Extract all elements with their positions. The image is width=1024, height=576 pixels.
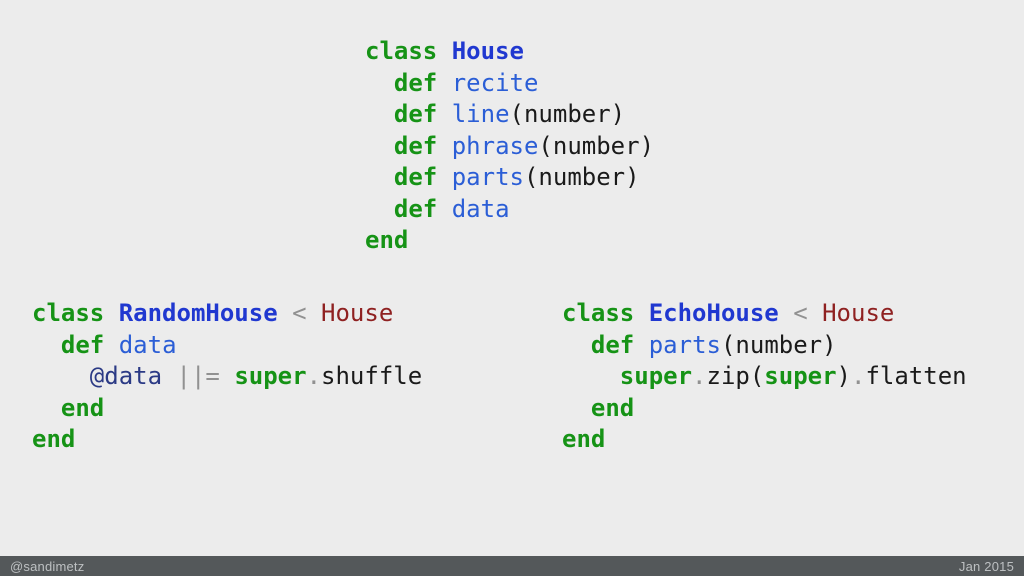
code-token-kw: end	[32, 425, 76, 453]
slide-date: Jan 2015	[958, 558, 1014, 574]
code-line: class House	[365, 36, 654, 68]
code-token-plain: (number)	[523, 163, 640, 191]
code-token-plain	[562, 331, 591, 359]
code-token-plain	[104, 331, 118, 359]
code-line: end	[562, 393, 967, 425]
code-token-fn: parts	[648, 330, 721, 359]
code-token-plain	[32, 362, 90, 390]
code-token-plain	[634, 331, 648, 359]
code-token-plain	[162, 362, 176, 390]
code-token-plain	[365, 100, 394, 128]
code-token-plain: zip(	[706, 362, 765, 390]
code-token-plain	[437, 100, 451, 128]
code-token-op: .	[306, 362, 322, 390]
code-token-ivar: @data	[89, 362, 163, 390]
code-token-plain	[779, 299, 793, 327]
code-token-kw: def	[393, 68, 438, 97]
code-line: end	[32, 424, 422, 456]
code-token-sup: House	[822, 299, 895, 327]
code-line: def line(number)	[365, 99, 654, 131]
code-line: def phrase(number)	[365, 131, 654, 163]
code-line: end	[562, 424, 967, 456]
code-token-kw: super	[234, 362, 307, 390]
code-token-kw: def	[393, 131, 438, 160]
code-token-plain	[634, 299, 648, 327]
code-token-kw: def	[393, 194, 438, 223]
code-token-plain	[437, 132, 451, 160]
code-token-fn: recite	[451, 68, 539, 97]
code-line: def recite	[365, 68, 654, 100]
code-token-plain: (number)	[720, 330, 837, 359]
code-token-plain	[365, 163, 394, 191]
code-token-op: .	[692, 362, 707, 390]
code-token-kw: def	[393, 163, 438, 191]
code-token-op: <	[793, 299, 808, 327]
code-token-op: <	[292, 299, 307, 327]
code-line: end	[32, 393, 422, 425]
code-token-kw: end	[562, 425, 606, 453]
author-handle: @sandimetz	[10, 558, 85, 574]
code-token-plain	[365, 132, 394, 160]
code-token-plain	[365, 69, 394, 97]
code-line: def data	[32, 330, 422, 362]
code-token-cls: EchoHouse	[648, 299, 779, 327]
code-token-plain	[104, 299, 118, 327]
code-token-kw: class	[562, 299, 635, 327]
code-block-echo-house: class EchoHouse < House def parts(number…	[562, 298, 967, 456]
code-token-kw: super	[764, 362, 837, 390]
code-token-kw: end	[60, 393, 105, 422]
code-token-plain	[32, 331, 61, 359]
code-token-plain: (number)	[509, 100, 626, 128]
code-token-plain	[437, 163, 451, 191]
code-token-sup: House	[321, 299, 394, 327]
code-token-plain	[808, 299, 822, 327]
code-token-fn: parts	[451, 163, 524, 191]
code-token-plain	[562, 394, 591, 422]
code-token-plain	[278, 299, 292, 327]
code-token-plain	[307, 299, 321, 327]
code-token-fn: phrase	[451, 131, 539, 160]
code-token-kw: end	[590, 393, 635, 422]
code-token-fn: line	[451, 100, 510, 128]
code-token-kw: class	[365, 37, 438, 65]
code-token-cls: RandomHouse	[118, 299, 278, 327]
code-token-op: ||=	[176, 362, 220, 390]
code-token-kw: def	[60, 330, 105, 359]
code-token-plain	[32, 394, 61, 422]
code-token-plain	[437, 195, 451, 223]
code-line: def data	[365, 194, 654, 226]
code-token-fn: data	[451, 194, 510, 223]
code-line: @data ||= super.shuffle	[32, 361, 422, 393]
code-token-plain: (number)	[538, 131, 655, 160]
code-line: class EchoHouse < House	[562, 298, 967, 330]
code-line: def parts(number)	[562, 330, 967, 362]
code-token-plain	[562, 362, 620, 390]
code-line: def parts(number)	[365, 162, 654, 194]
code-token-cls: House	[451, 37, 524, 65]
code-token-plain: flatten	[865, 362, 967, 390]
code-token-plain	[437, 69, 451, 97]
code-token-plain: )	[836, 362, 851, 390]
code-line: class RandomHouse < House	[32, 298, 422, 330]
code-token-kw: class	[32, 299, 105, 327]
code-token-kw: end	[365, 226, 409, 254]
code-token-kw: super	[619, 362, 693, 390]
code-token-plain: shuffle	[321, 362, 423, 390]
code-token-plain	[437, 37, 451, 65]
code-token-kw: def	[393, 100, 438, 128]
code-line: end	[365, 225, 654, 257]
code-line: super.zip(super).flatten	[562, 361, 967, 393]
code-token-plain	[220, 362, 234, 390]
code-token-plain	[365, 195, 394, 223]
code-token-op: .	[851, 362, 866, 390]
code-block-house: class House def recite def line(number) …	[365, 36, 654, 257]
code-token-fn: data	[118, 330, 177, 359]
code-token-kw: def	[590, 330, 635, 359]
code-block-random-house: class RandomHouse < House def data @data…	[32, 298, 422, 456]
footer-bar: @sandimetz Jan 2015	[0, 556, 1024, 576]
